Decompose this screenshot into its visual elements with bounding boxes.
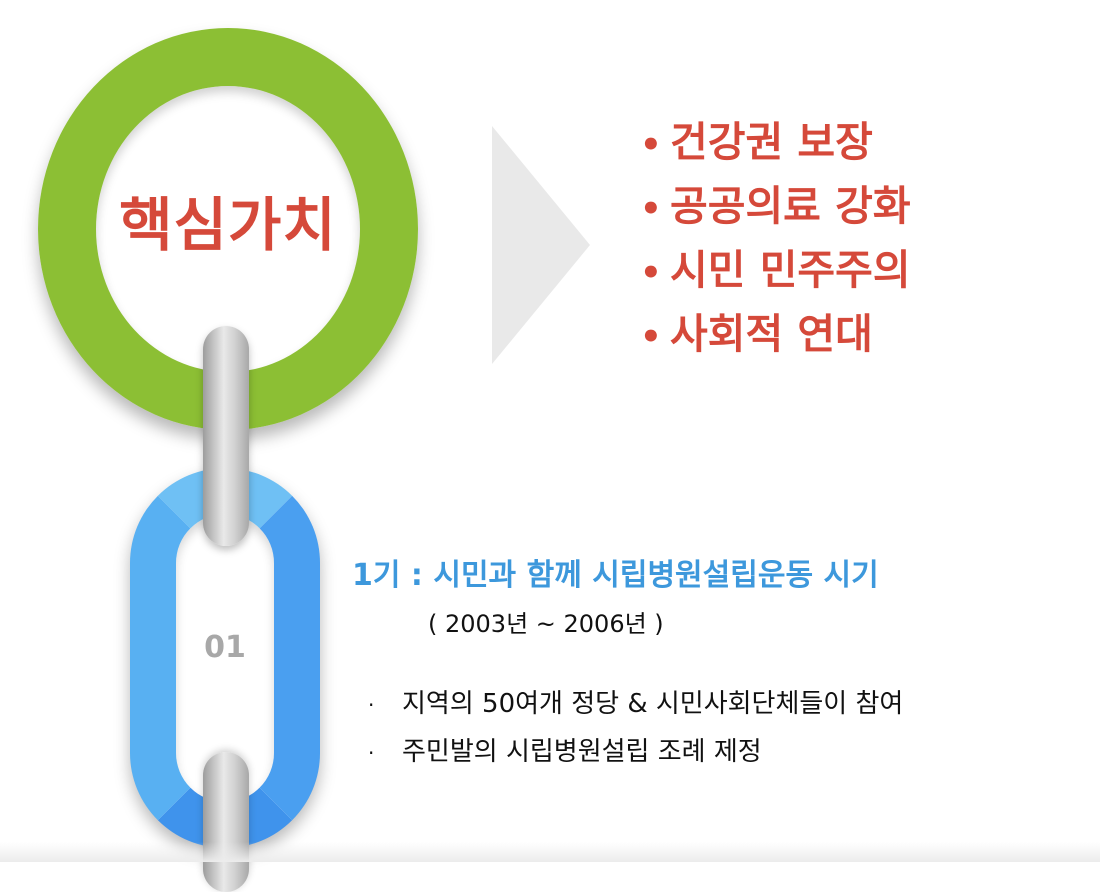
- phase-detail-item: · 주민발의 시립병원설립 조례 제정: [368, 728, 903, 776]
- bottom-shadow: [0, 842, 1100, 862]
- core-value-text: 건강권 보장: [670, 118, 873, 166]
- phase-period: ( 2003년 ~ 2006년 ): [428, 610, 664, 638]
- core-value-item: •공공의료 강화: [640, 174, 911, 238]
- core-value-item: •건강권 보장: [640, 110, 911, 174]
- phase-number: 01: [204, 630, 246, 665]
- bullet: ·: [368, 741, 375, 765]
- phase-detail-text: 주민발의 시립병원설립 조례 제정: [402, 737, 762, 767]
- bullet: •: [640, 317, 662, 357]
- core-value-text: 사회적 연대: [670, 310, 873, 358]
- bullet: ·: [368, 693, 375, 717]
- chain-link-icon: [203, 326, 249, 546]
- core-value-item: •사회적 연대: [640, 302, 911, 366]
- chevron-right-icon: [492, 126, 590, 364]
- phase-details-list: · 지역의 50여개 정당 & 시민사회단체들이 참여 · 주민발의 시립병원설립 …: [368, 680, 903, 776]
- chain-link-icon: [203, 752, 249, 892]
- core-values-list: •건강권 보장 •공공의료 강화 •시민 민주주의 •사회적 연대: [640, 110, 911, 366]
- bullet: •: [640, 189, 662, 229]
- phase-detail-text: 지역의 50여개 정당 & 시민사회단체들이 참여: [402, 689, 904, 719]
- bullet: •: [640, 125, 662, 165]
- phase-detail-item: · 지역의 50여개 정당 & 시민사회단체들이 참여: [368, 680, 903, 728]
- bullet: •: [640, 253, 662, 293]
- core-value-label: 핵심가치: [119, 191, 337, 259]
- phase-title: 1기 : 시민과 함께 시립병원설립운동 시기: [352, 558, 879, 593]
- core-value-item: •시민 민주주의: [640, 238, 911, 302]
- core-values-diagram: 핵심가치 •건강권 보장 •공공의료 강화 •시민 민주주의 •사회적 연대 0…: [0, 28, 1100, 892]
- core-value-text: 공공의료 강화: [670, 182, 911, 230]
- core-value-text: 시민 민주주의: [670, 246, 911, 294]
